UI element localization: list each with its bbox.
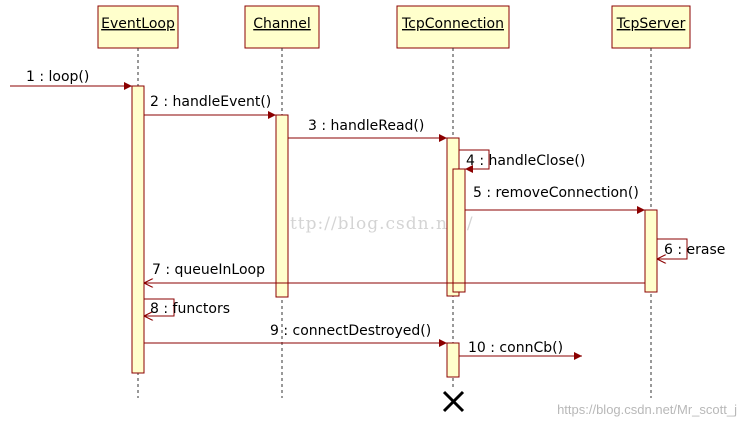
message-label-9: 9 : connectDestroyed() — [270, 323, 431, 339]
message-label-5: 5 : removeConnection() — [473, 185, 639, 201]
message-arrow-8 — [144, 298, 175, 316]
activation-tcpconnection-inner — [452, 168, 466, 293]
lifeline-box-tcpconnection — [396, 5, 510, 49]
activation-tcpserver — [644, 209, 658, 293]
message-label-1: 1 : loop() — [26, 69, 89, 85]
message-label-10: 10 : connCb() — [468, 340, 563, 356]
destroy-x-icon — [442, 390, 465, 413]
lifeline-box-eventloop — [97, 5, 179, 49]
message-label-2: 2 : handleEvent() — [150, 94, 271, 110]
lifeline-box-channel — [244, 5, 320, 49]
activation-eventloop — [131, 85, 145, 374]
activation-tcpconnection-late — [446, 342, 460, 378]
message-label-6: 6 : erase — [664, 242, 725, 258]
watermark-corner: https://blog.csdn.net/Mr_scott_j — [557, 402, 737, 417]
lifeline-tcpserver: TcpServer — [611, 5, 691, 398]
message-arrow-6 — [657, 238, 688, 259]
message-arrow-4 — [459, 149, 490, 173]
lifeline-title-channel: Channel — [253, 16, 310, 32]
watermark-center: http://blog.csdn.net/ — [278, 214, 474, 234]
message-label-4: 4 : handleClose() — [466, 153, 585, 169]
lifeline-tcpconnection: TcpConnection — [396, 5, 510, 390]
message-label-3: 3 : handleRead() — [308, 118, 424, 134]
lifeline-box-tcpserver — [611, 5, 691, 49]
lifeline-title-tcpserver: TcpServer — [616, 16, 686, 32]
message-label-7: 7 : queueInLoop — [152, 262, 265, 278]
lifeline-title-eventloop: EventLoop — [101, 16, 175, 32]
activation-channel — [275, 114, 289, 298]
lifeline-title-tcpconnection: TcpConnection — [401, 16, 504, 32]
message-label-8: 8 : functors — [150, 301, 230, 317]
